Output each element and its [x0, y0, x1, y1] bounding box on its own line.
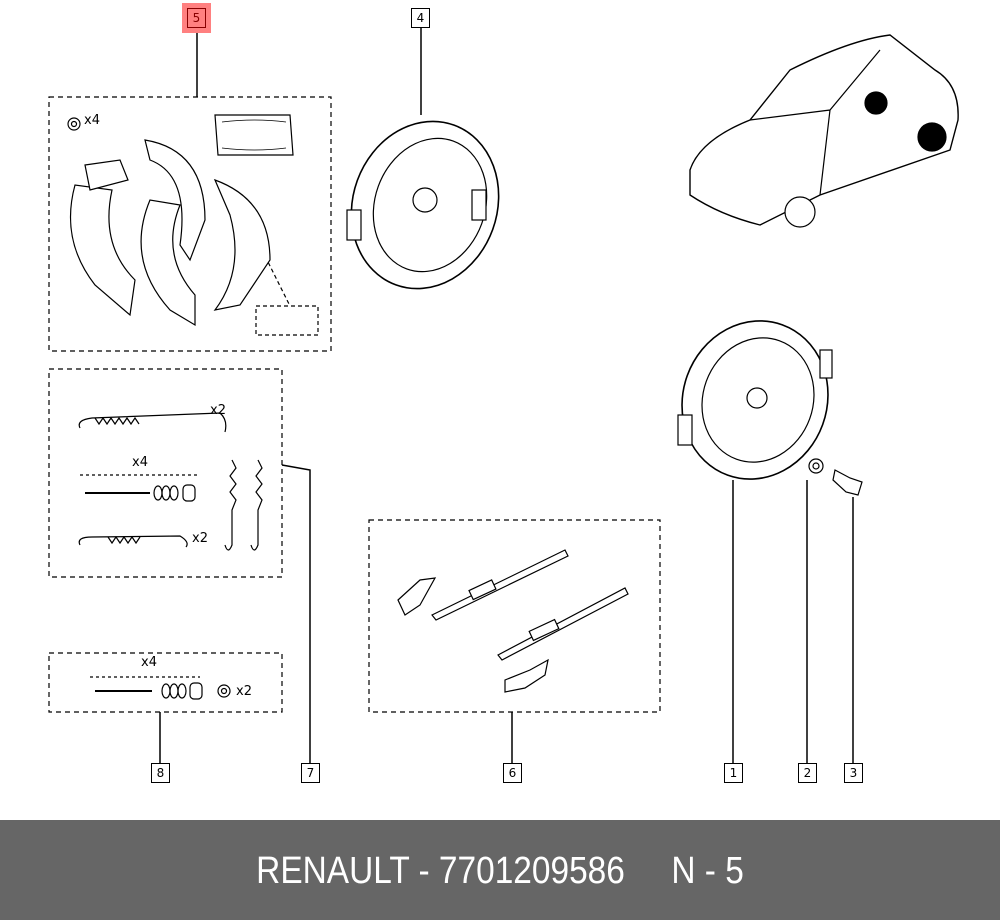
qty-pins-set-7: x4 — [132, 455, 148, 470]
brake-shoes-illustration — [67, 114, 294, 327]
backing-plate-illustration — [346, 120, 500, 290]
springs-kit-illustration — [78, 412, 263, 551]
qty-short-spring: x2 — [192, 531, 208, 546]
callout-6[interactable]: 6 — [503, 763, 522, 783]
part-number: 7701209586 — [438, 850, 625, 892]
parts-diagram — [48, 27, 959, 763]
sub-box-5 — [255, 305, 319, 336]
callout-3[interactable]: 3 — [844, 763, 863, 783]
group-box-5 — [48, 96, 332, 352]
callout-8[interactable]: 8 — [151, 763, 170, 783]
position-number: N - 5 — [671, 850, 744, 892]
footer-bar: RENAULT - 7701209586 N - 5 — [0, 820, 1000, 920]
adjuster-kit-illustration — [397, 549, 629, 693]
callout-2[interactable]: 2 — [798, 763, 817, 783]
backing-plate-assembly-illustration — [677, 320, 863, 496]
qty-pins-set-8: x4 — [141, 655, 157, 670]
group-box-7 — [48, 368, 283, 578]
leader-lines — [159, 27, 854, 763]
callout-4[interactable]: 4 — [411, 8, 430, 28]
group-box-8 — [48, 652, 283, 713]
group-box-6 — [368, 519, 661, 713]
qty-long-spring: x2 — [210, 403, 226, 418]
brand-name: RENAULT — [256, 850, 410, 892]
footer-caption: RENAULT - 7701209586 N - 5 — [60, 850, 940, 893]
hold-down-kit-illustration — [90, 676, 231, 700]
callout-7[interactable]: 7 — [301, 763, 320, 783]
qty-nuts-8: x2 — [236, 684, 252, 699]
car-illustration — [689, 34, 959, 228]
callout-1[interactable]: 1 — [724, 763, 743, 783]
separator: - — [409, 850, 439, 892]
qty-shoe-nuts: x4 — [84, 113, 100, 128]
callout-5[interactable]: 5 — [182, 3, 211, 33]
